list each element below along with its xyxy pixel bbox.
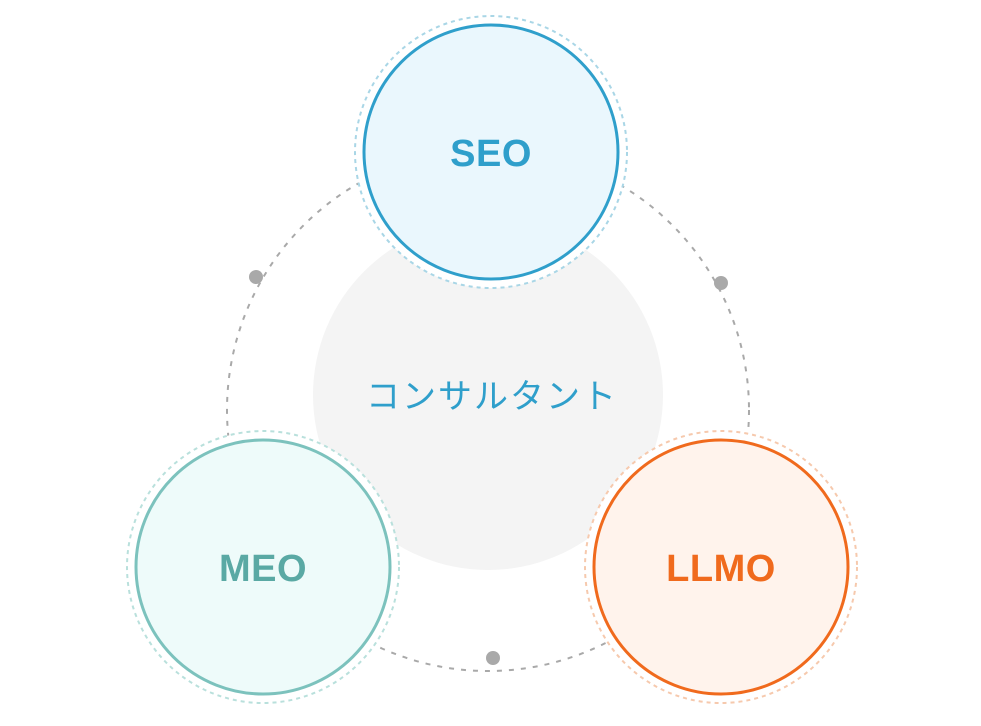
node-llmo-label: LLMO — [666, 548, 776, 590]
center-label: コンサルタント — [366, 377, 618, 417]
node-seo-label: SEO — [450, 133, 532, 175]
node-seo: SEO — [354, 15, 628, 289]
node-meo-circle — [134, 438, 392, 696]
orbit-dot-right — [714, 276, 728, 290]
node-llmo-circle — [592, 438, 850, 696]
center-hub — [313, 220, 663, 570]
orbit-ring — [226, 148, 750, 672]
node-meo: MEO — [126, 430, 400, 704]
node-meo-label: MEO — [219, 548, 307, 590]
orbit-dot-left — [249, 270, 263, 284]
node-llmo: LLMO — [584, 430, 858, 704]
orbit-dot-bottom — [486, 651, 500, 665]
node-seo-circle — [362, 23, 620, 281]
